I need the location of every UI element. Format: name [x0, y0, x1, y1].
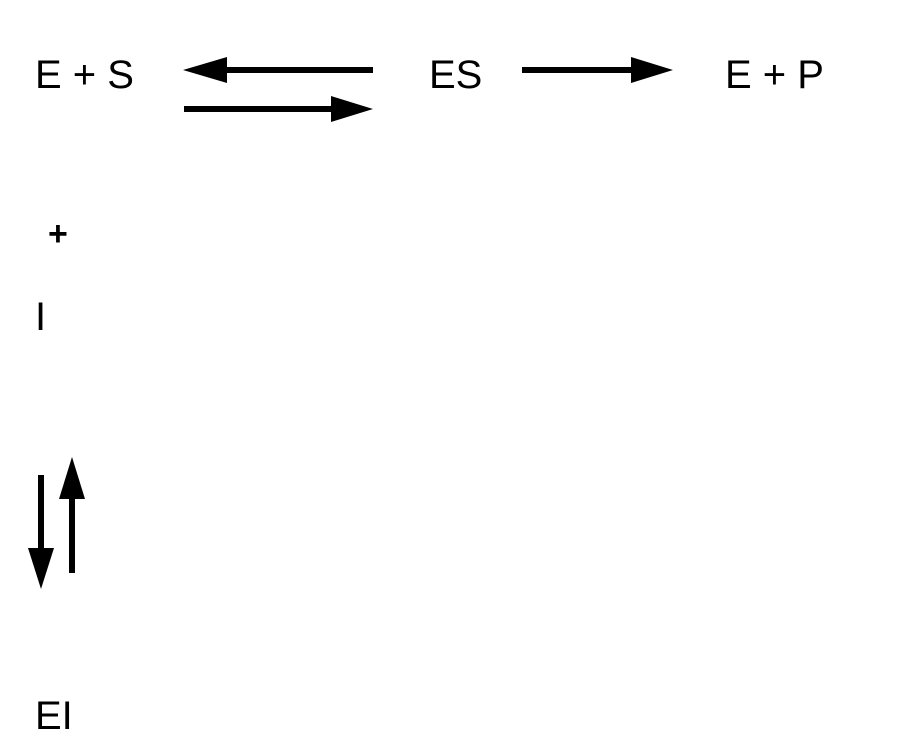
arrow-inhibitor-release	[59, 457, 85, 573]
arrow-catalysis	[522, 57, 673, 83]
arrow-forward-binding	[184, 96, 373, 122]
arrow-reverse-binding	[183, 57, 373, 83]
arrow-inhibitor-binding	[28, 475, 54, 589]
